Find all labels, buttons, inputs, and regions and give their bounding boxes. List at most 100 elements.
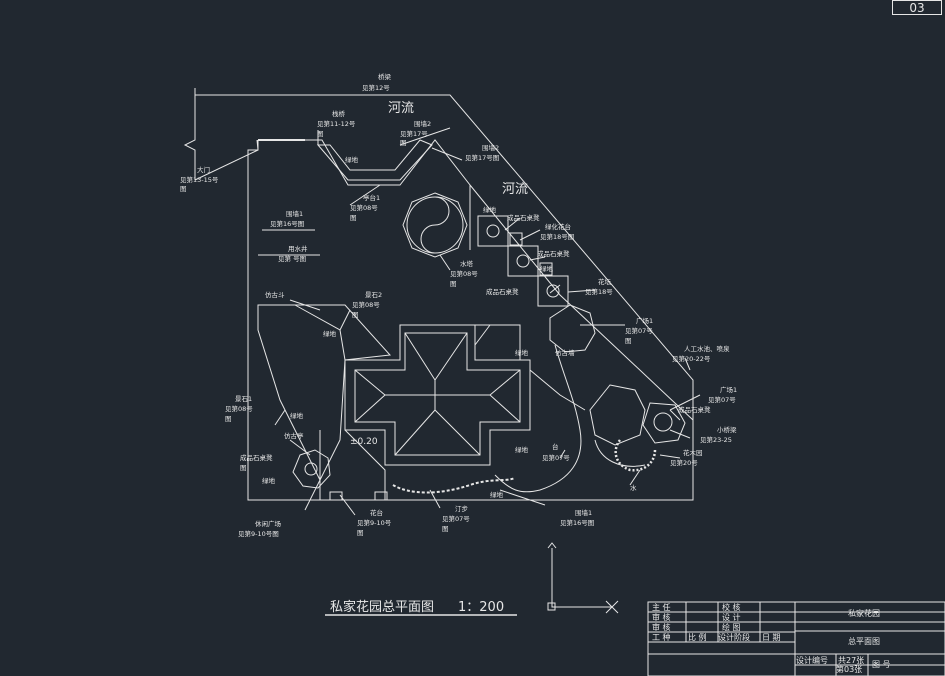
label-gate-ref: 见第13-15号 (180, 175, 219, 184)
label-flower-platform: 花台 (370, 508, 383, 517)
label-table-2: 成品石桌凳 (537, 249, 570, 258)
label-rock1: 景石1 (235, 395, 252, 403)
label-fountain: 人工水池、喷泉 (684, 344, 730, 353)
label-small-bridge: 小桥梁 (717, 425, 737, 434)
drawing-scale: 1：200 (458, 600, 504, 615)
label-table-4: 成品石桌凳 (678, 405, 711, 414)
label-well-ref: 见第 号图 (278, 254, 306, 263)
ucs-axes (547, 542, 619, 614)
label-gate: 大门 (197, 165, 210, 174)
label-plaza-a-ref: 见第07号 (625, 326, 653, 335)
drawing-title: 私家花园总平面图 1：200 (330, 599, 504, 615)
plaza-octagon-2 (589, 384, 646, 446)
label-wall2-a-ref: 见第17号 (400, 129, 428, 138)
label-trestle: 栈桥 (332, 109, 346, 118)
tb-mid-2: 设 计 (722, 612, 741, 622)
label-lawn-5: 绿地 (262, 476, 276, 485)
tb-row-3: 审 核 (652, 622, 671, 632)
label-antique-wall: 仿古墙 (555, 348, 575, 357)
label-plaza-a: 广场1 (636, 316, 653, 325)
label-well: 用水井 (288, 244, 308, 253)
label-flowerbed-2-ref: 见第18号 (585, 287, 613, 296)
stepping-path (392, 477, 516, 494)
rivers: 河流 河流 (388, 101, 528, 197)
label-wall1-b: 围墙1 (575, 508, 592, 517)
tb-mid-1: 校 核 (722, 602, 741, 612)
label-plaza-b-ref: 见第07号 (708, 395, 736, 404)
site-boundary (195, 94, 694, 501)
tb-mid-4: 设计阶段 (718, 632, 750, 642)
label-garden-ref: 见第20号 (670, 458, 698, 467)
label-pavilion1-ref: 见第08号 (350, 203, 378, 212)
label-antique: 仿古斗 (265, 290, 285, 299)
label-lawn-6: 绿地 (515, 348, 529, 357)
tb-drawing-no: 图 号 (872, 660, 891, 669)
label-lawn-8: 绿地 (490, 490, 504, 499)
label-lawn-1: 绿地 (345, 155, 359, 164)
river-label-2: 河流 (502, 182, 528, 197)
label-tu-3: 图 (180, 185, 187, 193)
label-tu-11: 图 (442, 525, 449, 533)
label-trestle-ref: 见第11-12号 (317, 119, 356, 128)
label-lawn-9: 绿地 (323, 329, 337, 338)
label-lawn-4: 绿地 (290, 411, 304, 420)
label-leisure-plaza: 休闲广场 (255, 519, 282, 528)
label-rock2: 景石2 (365, 291, 382, 299)
label-fountain-ref: 见第20-22号 (672, 354, 711, 363)
label-antique-pavilion: 仿古亭 (284, 431, 304, 440)
label-tu-5: 图 (450, 280, 457, 288)
label-pavilion1: 亭台1 (363, 193, 380, 202)
tb-row-1: 主 任 (652, 602, 671, 612)
label-wall2-a: 围墙2 (414, 119, 431, 128)
tb-page: 第03张 (836, 664, 862, 674)
label-rock2-ref: 见第08号 (352, 300, 380, 309)
river-label-1: 河流 (388, 101, 414, 116)
label-wall1-b-ref: 见第16号图 (560, 518, 594, 527)
label-rock1-ref: 见第08号 (225, 404, 253, 413)
label-small-bridge-ref: 见第23-25 (700, 435, 732, 444)
tb-design-no: 设计编号 (796, 655, 828, 665)
label-bridge-ref: 见第12号 (362, 83, 390, 92)
label-tu-9: 图 (240, 464, 247, 472)
label-wall2-b-ref: 见第17号图 (465, 153, 499, 162)
label-flower-bed: 绿化花台 (545, 222, 571, 231)
label-lawn-3: 绿地 (540, 264, 554, 273)
tb-row-2: 审 核 (652, 612, 671, 622)
title-block (647, 601, 945, 676)
label-wall1-a: 围墙1 (286, 209, 303, 218)
sheet-number: 03 (892, 0, 942, 15)
plaza-octagon-1 (549, 304, 596, 353)
label-bridge: 桥梁 (378, 72, 392, 81)
pavilion-octagon (292, 449, 331, 489)
tb-date: 日 期 (762, 633, 781, 642)
label-stepping: 汀步 (455, 505, 469, 513)
label-leisure-plaza-ref: 见第9-10号图 (238, 529, 279, 538)
elevation-mark: ±0.20 (350, 437, 378, 447)
label-tu-2: 图 (400, 139, 407, 147)
label-water-tower-ref: 见第08号 (450, 269, 478, 278)
label-wall2-b: 围墙2 (482, 143, 499, 152)
tb-total: 共27张 (838, 656, 864, 665)
label-wall1-a-ref: 见第16号图 (270, 219, 304, 228)
label-flower-bed-ref: 见第18号图 (540, 232, 574, 241)
tb-row-4: 工 种 (652, 632, 671, 642)
label-tu-7: 图 (625, 337, 632, 345)
pond (316, 139, 433, 181)
label-stepping-ref: 见第07号 (442, 514, 470, 523)
main-house (344, 324, 531, 466)
label-flowerbed-2: 花坛 (598, 277, 612, 286)
label-lawn-7: 绿地 (515, 445, 529, 454)
drawing-title-text: 私家花园总平面图 (330, 599, 434, 615)
label-tu-4: 图 (350, 214, 357, 222)
label-garden: 花木园 (683, 448, 703, 457)
label-platform-ref: 见第07号 (542, 453, 570, 462)
label-water-tower: 水塔 (460, 259, 474, 268)
label-tu-6: 图 (352, 311, 359, 319)
title-block-text: 私家花园 总平面图 主 任 审 核 审 核 工 种 校 核 设 计 绘 图 设计… (652, 602, 891, 674)
tb-drawing: 总平面图 (848, 636, 880, 646)
annotations: 桥梁 见第12号 栈桥 见第11-12号 图 围墙2 见第17号 图 围墙2 见… (180, 72, 737, 538)
tb-project: 私家花园 (848, 608, 880, 618)
label-tu-10: 图 (357, 529, 364, 537)
label-table-1: 成品石桌凳 (507, 213, 540, 222)
label-tu-1: 图 (317, 130, 324, 138)
